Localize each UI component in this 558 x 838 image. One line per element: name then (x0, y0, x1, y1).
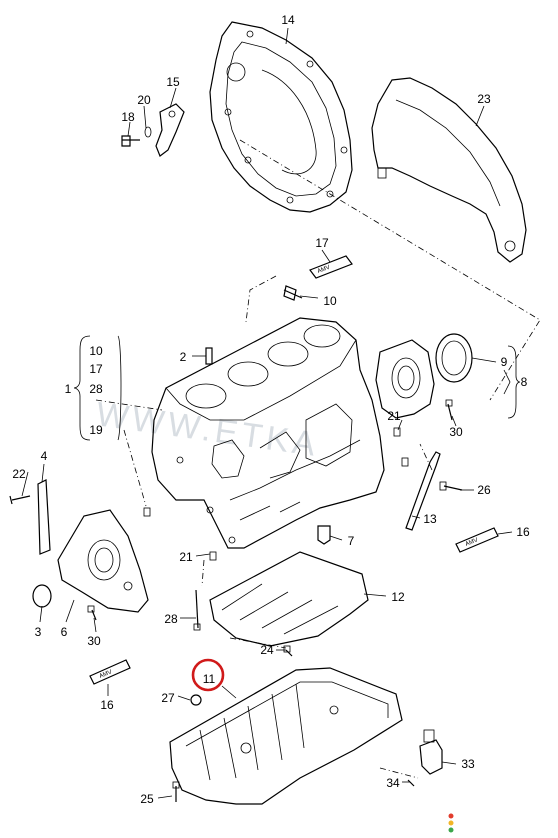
part-20-washer (144, 126, 152, 138)
callout-c28b: 28 (164, 612, 178, 626)
callout-c17b: 17 (89, 362, 103, 376)
callout-c34: 34 (386, 776, 400, 790)
callout-c12: 12 (391, 590, 405, 604)
part-12-baffle-plate (209, 551, 369, 647)
part-14-sealing-plate (209, 21, 353, 213)
assembly-lines (95, 139, 541, 779)
part-10-bolt-top (283, 285, 303, 301)
part-30-bolt-upper (445, 399, 453, 421)
callout-c21b: 21 (179, 550, 193, 564)
part-22-bolt (9, 495, 31, 505)
part-28-bolt-lower (193, 589, 201, 631)
callout-c21a: 21 (387, 409, 401, 423)
part-19-pin (143, 507, 151, 517)
callout-c19: 19 (89, 423, 103, 437)
part-6-oil-pump-flange (57, 509, 149, 613)
part-7-sensor (317, 525, 331, 545)
part-16-sealant-tube-left: AMV (89, 659, 131, 685)
callout-c7: 7 (348, 534, 355, 548)
highlight-part-11 (191, 658, 225, 692)
part-4-bracket (37, 479, 51, 555)
svg-text:AMV: AMV (99, 669, 113, 679)
watermark: WWW.ETKA (94, 395, 322, 464)
callout-c30a: 30 (449, 425, 463, 439)
callout-c4: 4 (41, 449, 48, 463)
callout-c17a: 17 (315, 236, 329, 250)
callout-c10b: 10 (89, 344, 103, 358)
callout-c22: 22 (12, 467, 26, 481)
part-34-bolt (407, 779, 415, 787)
part-23-intermediate-plate (371, 77, 527, 263)
part-24-bolt (283, 645, 293, 657)
part-8-sealing-flange (375, 339, 435, 419)
part-2-dowel (205, 347, 213, 365)
part-13-injector (405, 451, 441, 531)
callout-c30b: 30 (87, 634, 101, 648)
callout-c24: 24 (260, 643, 274, 657)
part-11-oil-sump (169, 667, 403, 805)
part-18-bolt (121, 135, 140, 147)
leader-lines (21, 27, 513, 799)
callout-c1: 1 (65, 382, 72, 396)
part-1-cylinder-block (151, 317, 385, 549)
callout-c11: 11 (203, 672, 216, 686)
part-27-drain-plug (190, 694, 202, 706)
callout-c33: 33 (461, 757, 475, 771)
part-33-oil-level-sender (419, 729, 443, 775)
callout-c13: 13 (423, 512, 437, 526)
part-15-bracket (155, 103, 185, 157)
callout-c23: 23 (477, 92, 491, 106)
callout-c15: 15 (166, 75, 180, 89)
callout-c8: 8 (521, 375, 528, 389)
bracket-group-1 (73, 335, 122, 441)
callout-c16b: 16 (100, 698, 114, 712)
part-3-seal (32, 584, 52, 608)
callout-c25: 25 (140, 792, 154, 806)
callout-c9: 9 (501, 355, 508, 369)
part-21-pin-lower (209, 551, 217, 561)
callout-c14: 14 (281, 13, 295, 27)
part-26-bolt (439, 481, 463, 491)
callout-c2: 2 (180, 350, 187, 364)
callout-c20: 20 (137, 93, 151, 107)
callout-c6: 6 (61, 625, 68, 639)
callout-c3: 3 (35, 625, 42, 639)
part-21-pin-upper (393, 427, 409, 467)
part-9-seal-ring (435, 333, 473, 383)
callout-c27: 27 (161, 691, 175, 705)
callout-c28a: 28 (89, 382, 103, 396)
svg-text:AMV: AMV (465, 537, 479, 547)
part-17-sealant-tube-top: AMV (309, 255, 353, 279)
svg-text:AMV: AMV (317, 265, 331, 275)
part-30-bolt-lower (87, 605, 97, 621)
part-16-sealant-tube-right: AMV (455, 527, 499, 553)
callout-c26: 26 (477, 483, 491, 497)
part-25-bolt (172, 781, 180, 802)
callout-c16a: 16 (516, 525, 530, 539)
callout-c18: 18 (121, 110, 135, 124)
status-dots (448, 813, 454, 833)
callout-c10a: 10 (323, 294, 337, 308)
bracket-group-8 (507, 345, 521, 419)
